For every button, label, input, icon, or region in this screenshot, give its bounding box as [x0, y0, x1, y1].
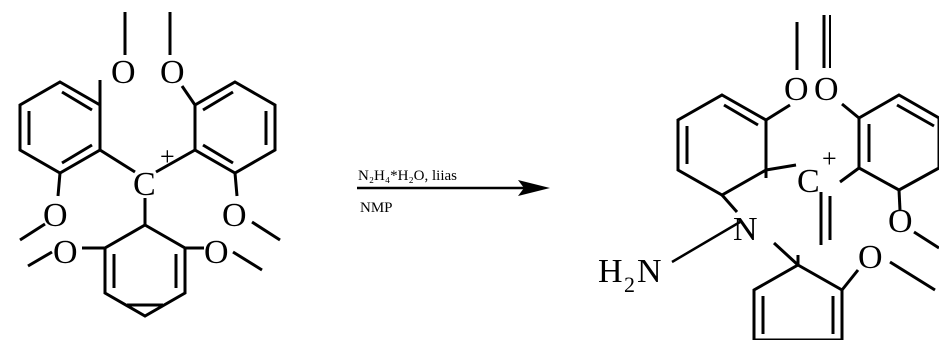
atom-oxygen: O [814, 71, 839, 108]
bond-ome-4-methyl [251, 220, 281, 242]
atom-carbon-cation: C [133, 166, 156, 203]
charge-plus: + [822, 144, 837, 173]
subscript-two: 2 [624, 272, 635, 297]
atom-oxygen: O [784, 71, 809, 108]
bond-ome-p2 [841, 102, 860, 120]
product-lower-ring [752, 255, 844, 340]
bond-ome-3 [56, 172, 62, 197]
atom-hydrogen: H [598, 253, 623, 290]
bond-c-right-ring [155, 148, 196, 174]
atom-nitrogen: N [733, 211, 758, 248]
bond-ome-3-methyl [19, 222, 46, 242]
bond-ome-5-methyl [27, 250, 53, 268]
arrowhead-icon [518, 180, 550, 196]
bond-ome-2 [180, 85, 197, 106]
bond-ome-p4-methyl [889, 260, 936, 292]
reactant-left-aryl-ring [18, 80, 102, 175]
bond-c-left-ring [99, 148, 136, 174]
product-pendant-aryl-ring [839, 93, 939, 192]
bond-ome-p3 [897, 189, 902, 211]
bond-ome-p3-methyl [913, 230, 939, 250]
reactant-right-aryl-ring [193, 80, 277, 175]
atom-oxygen: O [53, 234, 78, 271]
bond-n-nh2 [671, 220, 741, 264]
product-upper-ring [676, 93, 768, 197]
charge-plus: + [160, 142, 175, 171]
reagents-label: N₂H₄*H₂O, liias [358, 168, 457, 184]
atom-oxygen: O [888, 203, 913, 240]
bond-ome-6-methyl [232, 250, 263, 272]
bond-ome-p1 [765, 103, 791, 122]
atom-oxygen: O [160, 54, 185, 91]
atom-oxygen: O [204, 234, 229, 271]
reactant-molecule: O O C + O O O O [18, 12, 281, 318]
atom-oxygen: O [43, 197, 68, 234]
amino-group-label: H 2 N [598, 253, 662, 297]
bond-ome-p4 [840, 269, 860, 291]
reaction-arrow-group: N₂H₄*H₂O, liias NMP [357, 168, 550, 216]
atom-oxygen: O [111, 54, 136, 91]
product-molecule: O O C + N O O H 2 N [598, 15, 939, 340]
atom-oxygen: O [858, 239, 883, 276]
atom-oxygen: O [222, 197, 247, 234]
reactant-bottom-aryl-ring [103, 223, 187, 318]
solvent-label: NMP [360, 200, 393, 216]
bond-ome-4 [233, 172, 239, 197]
atom-carbon-cation: C [797, 163, 820, 200]
product-central-ring [720, 163, 832, 267]
atom-nitrogen: N [637, 253, 662, 290]
